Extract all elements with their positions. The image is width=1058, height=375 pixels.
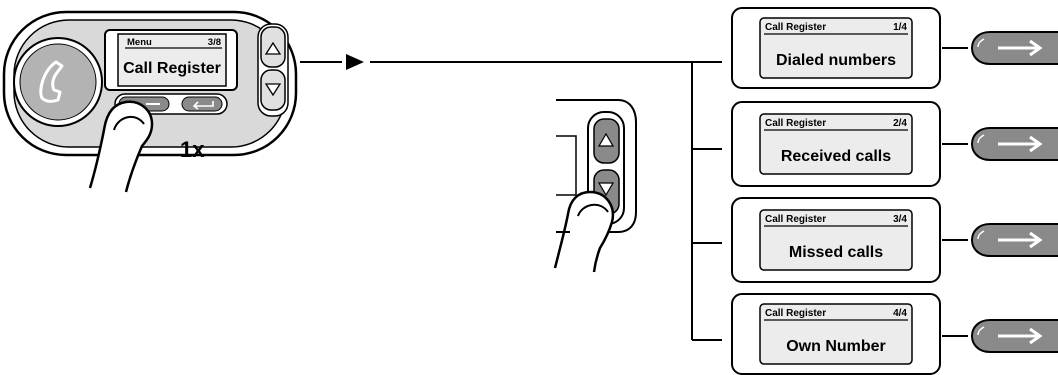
up-arrow-icon <box>264 41 282 55</box>
finger-press-icon <box>88 100 154 193</box>
screen-header: Call Register <box>765 308 826 319</box>
next-button-2[interactable] <box>942 127 1058 161</box>
next-arrow-icon <box>998 231 1043 249</box>
screen-title: Missed calls <box>789 244 883 261</box>
scroll-illustration <box>553 99 637 273</box>
press-count-label: 1x <box>180 137 205 162</box>
menu-screen-2[interactable]: Call Register 2/4 Received calls <box>731 101 941 187</box>
device-display: Menu 3/8 Call Register <box>104 29 238 91</box>
display-counter: 3/8 <box>208 37 221 48</box>
next-arrow-icon <box>998 135 1043 153</box>
next-button-1[interactable] <box>942 31 1058 65</box>
down-button[interactable] <box>260 69 286 111</box>
screen-header: Call Register <box>765 214 826 225</box>
screen-counter: 2/4 <box>893 118 907 129</box>
screen-title: Own Number <box>786 338 886 355</box>
down-arrow-icon <box>264 83 282 97</box>
flow-arrow-icon <box>346 54 364 70</box>
display-header: Menu <box>127 37 152 48</box>
screen-counter: 4/4 <box>893 308 907 319</box>
screen-header: Call Register <box>765 118 826 129</box>
next-arrow-icon <box>998 327 1043 345</box>
screen-header: Call Register <box>765 22 826 33</box>
back-icon <box>192 101 214 110</box>
phone-button[interactable] <box>13 37 103 127</box>
up-button[interactable] <box>260 26 286 68</box>
flow-connector <box>300 54 722 341</box>
next-arrow-icon <box>998 39 1043 57</box>
screen-title: Dialed numbers <box>776 52 896 69</box>
screen-counter: 1/4 <box>893 22 907 33</box>
next-button-4[interactable] <box>942 319 1058 353</box>
phone-icon <box>39 60 64 103</box>
screen-counter: 3/4 <box>893 214 907 225</box>
menu-screen-1[interactable]: Call Register 1/4 Dialed numbers <box>731 7 941 89</box>
display-title: Call Register <box>123 60 221 77</box>
next-button-3[interactable] <box>942 223 1058 257</box>
menu-screen-4[interactable]: Call Register 4/4 Own Number <box>731 293 941 375</box>
screen-title: Received calls <box>781 148 891 165</box>
back-button[interactable] <box>181 96 223 112</box>
menu-screen-3[interactable]: Call Register 3/4 Missed calls <box>731 197 941 283</box>
